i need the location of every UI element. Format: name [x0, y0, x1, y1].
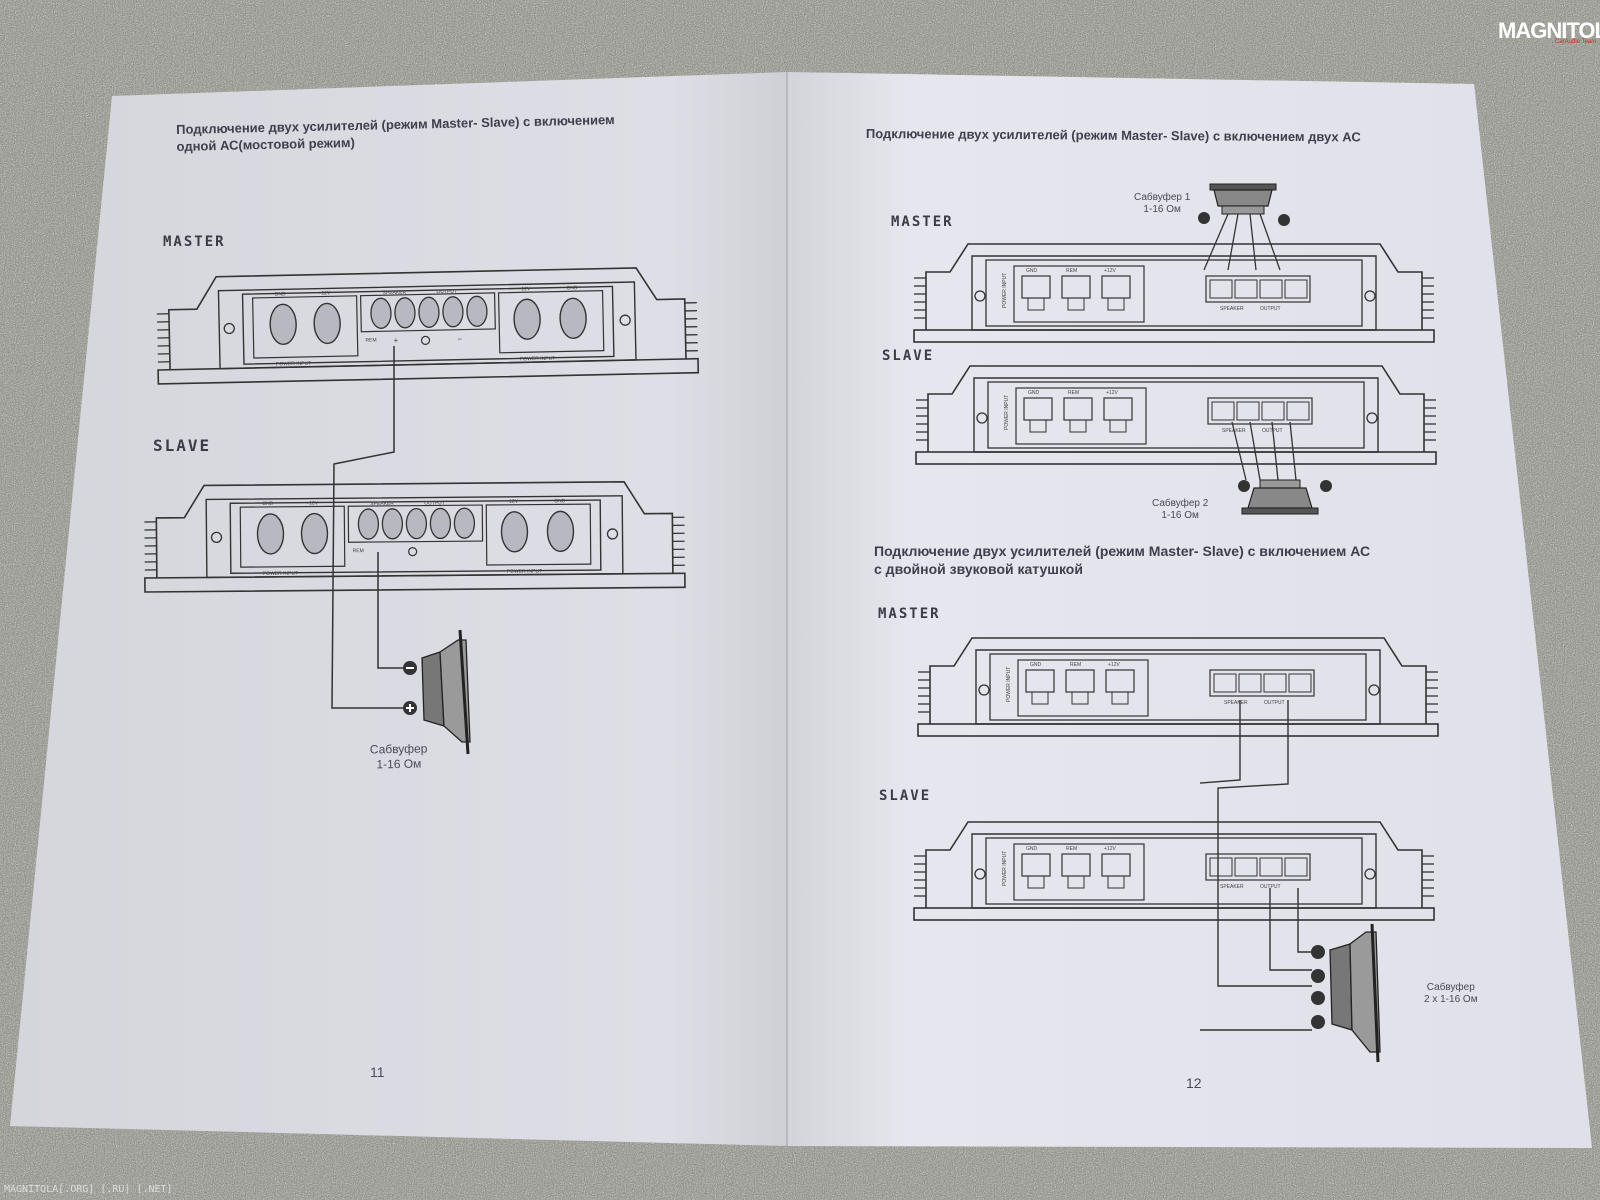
amp-rem-label: REM: [353, 548, 364, 554]
right-slave-label-top: SLAVE: [882, 348, 935, 364]
right-master-amplifier-bottom: GND REM +12V SPEAKER OUTPUT POWER INPUT: [917, 637, 1439, 737]
amp-12v-label: +12V: [318, 290, 331, 296]
minus-terminal-icon: [1311, 991, 1325, 1005]
amp-rem-label: REM: [1066, 268, 1077, 274]
amp-power-input-label: POWER INPUT: [1002, 851, 1008, 886]
amp-power-input-label: POWER INPUT: [1002, 273, 1008, 308]
amp-speaker-label: SPEAKER: [1224, 700, 1248, 706]
sub1-caption-line1: Сабвуфер 1: [1134, 192, 1191, 203]
amp-plus-label: +: [393, 336, 398, 345]
magnitola-logo-sub: CarAudio Team: [1555, 39, 1597, 45]
right-master-label-bottom: MASTER: [878, 606, 941, 622]
sub3-caption-line2: 2 x 1-16 Ом: [1424, 994, 1478, 1005]
amp-gnd-label: GND: [1026, 268, 1038, 274]
subwoofer-icon: [421, 629, 471, 755]
right-page-number: 12: [1186, 1075, 1202, 1091]
amp-gnd-label-r: GND: [554, 498, 566, 504]
amp-gnd-label-r: GND: [566, 285, 578, 291]
sub2-caption-line2: 1-16 Ом: [1161, 510, 1199, 521]
left-page-sheet: [10, 72, 787, 1146]
sub1-wiring: [1198, 183, 1290, 271]
sub2-caption: Сабвуфер 2 1-16 Ом: [1152, 498, 1208, 522]
sub2-wiring: [1231, 421, 1332, 515]
right-heading-top: Подключение двух усилителей (режим Maste…: [865, 125, 1361, 145]
left-wiring-diagram: [331, 346, 471, 755]
amp-power-input-label: POWER INPUT: [276, 361, 311, 368]
amp-rem-label: REM: [365, 337, 376, 343]
wire-positive: [331, 346, 404, 709]
amp-12v-label-r: +12V: [506, 499, 519, 505]
wire-negative: [377, 552, 404, 669]
minus-terminal-icon: [1238, 480, 1250, 492]
sub1-caption-line2: 1-16 Ом: [1143, 204, 1181, 215]
amp-gnd-label: GND: [1026, 846, 1038, 852]
left-master-label: MASTER: [163, 234, 226, 250]
amp-output-label: OUTPUT: [1264, 700, 1285, 706]
right-slave-amplifier-bottom: GND REM +12V SPEAKER OUTPUT POWER INPUT: [913, 821, 1435, 921]
minus-terminal-icon: [1278, 214, 1290, 226]
sub2-caption-line1: Сабвуфер 2: [1152, 498, 1209, 509]
right-page-sheet: [787, 72, 1592, 1148]
amp-power-input-label: POWER INPUT: [1006, 667, 1012, 702]
right-heading-bottom-line1: Подключение двух усилителей (режим Maste…: [874, 543, 1371, 559]
subwoofer-icon: [1209, 183, 1277, 215]
sub1-caption: Сабвуфер 1 1-16 Ом: [1134, 192, 1190, 216]
amp-gnd-label: GND: [1028, 390, 1040, 396]
subwoofer-icon: [1241, 479, 1319, 515]
plus-terminal-icon: [1320, 480, 1332, 492]
amp-power-input-label-r: POWER INPUT: [507, 569, 542, 575]
right-slave-label-bottom: SLAVE: [879, 788, 932, 804]
amp-12v-label: +12V: [306, 500, 319, 506]
amp-12v-label-r: +12V: [518, 286, 531, 292]
amp-output-label: OUTPUT: [424, 500, 445, 506]
right-heading-bottom-line2: с двойной звуковой катушкой: [874, 561, 1083, 577]
plus-terminal-icon: [1198, 212, 1210, 224]
amp-speaker-label: SPEAKER: [1220, 884, 1244, 890]
right-heading-bottom: Подключение двух усилителей (режим Maste…: [874, 542, 1370, 578]
amp-gnd-label: GND: [262, 501, 274, 507]
amp-12v-label: +12V: [1104, 846, 1116, 852]
amp-output-label: OUTPUT: [1260, 884, 1281, 890]
magnitola-logo: MAGNITOLA: [1498, 18, 1600, 43]
amp-gnd-label: GND: [274, 291, 286, 297]
left-sub-caption-line1: Сабвуфер: [369, 741, 428, 757]
amp-rem-label: REM: [1068, 390, 1079, 396]
left-sub-caption: Сабвуфер 1-16 Ом: [370, 742, 428, 773]
right-master-amplifier-top: GND REM +12V SPEAKER OUTPUT POWER INPUT: [913, 243, 1435, 343]
left-page-number: 11: [370, 1064, 385, 1080]
amp-speaker-label: SPEAKER: [370, 501, 394, 507]
plus-terminal-icon: [1311, 945, 1325, 959]
amp-speaker-label: SPEAKER: [1220, 306, 1244, 312]
left-slave-amplifier: GND +12V SPEAKER OUTPUT +12V GND REM POW…: [143, 480, 686, 593]
amp-power-input-label: POWER INPUT: [263, 571, 298, 577]
footer-watermark: MAGNITOLA[.ORG] [.RU] [.NET]: [4, 1184, 173, 1195]
amp-output-label: OUTPUT: [436, 289, 457, 295]
amp-12v-label: +12V: [1108, 662, 1120, 668]
amp-rem-label: REM: [1066, 846, 1077, 852]
right-slave-amplifier-top: GND REM +12V SPEAKER OUTPUT POWER INPUT: [915, 365, 1437, 465]
sub3-caption: Сабвуфер 2 x 1-16 Ом: [1424, 982, 1478, 1006]
subwoofer-icon: [1329, 923, 1381, 1063]
amp-12v-label: +12V: [1104, 268, 1116, 274]
left-sub-caption-line2: 1-16 Ом: [376, 756, 422, 772]
left-master-amplifier: GND +12V SPEAKER OUTPUT +12V GND REM POW…: [155, 265, 700, 385]
amp-power-input-label-r: POWER INPUT: [520, 356, 555, 363]
amp-minus-label: −: [457, 335, 462, 344]
amp-rem-label: REM: [1070, 662, 1081, 668]
amp-gnd-label: GND: [1030, 662, 1042, 668]
plus-terminal-icon: [1311, 1015, 1325, 1029]
right-master-label-top: MASTER: [891, 214, 954, 230]
dvc-wiring: [1200, 700, 1381, 1063]
left-slave-label: SLAVE: [153, 436, 212, 455]
amp-output-label: OUTPUT: [1260, 306, 1281, 312]
amp-12v-label: +12V: [1106, 390, 1118, 396]
amp-power-input-label: POWER INPUT: [1004, 395, 1010, 430]
sub3-caption-line1: Сабвуфер: [1426, 982, 1475, 993]
amp-speaker-label: SPEAKER: [382, 290, 406, 297]
minus-terminal-icon: [1311, 969, 1325, 983]
